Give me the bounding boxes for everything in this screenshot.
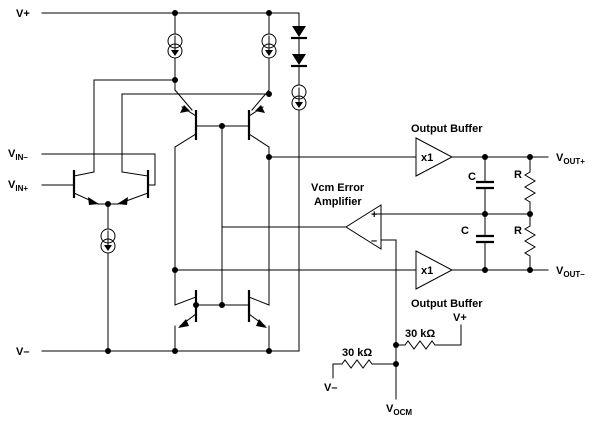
capacitor-bottom — [476, 213, 494, 271]
bottom-transistor-pair — [172, 290, 272, 354]
label-buffer-bottom-gain: x1 — [421, 265, 433, 277]
label-v-minus-bias: V– — [324, 382, 337, 394]
label-vout-minus: VOUT– — [556, 265, 585, 279]
label-cap-bottom: C — [461, 225, 469, 237]
label-vcm-error-line2: Amplifier — [314, 196, 362, 208]
label-v-minus-left: V– — [16, 346, 29, 358]
label-amp-minus: – — [371, 235, 377, 247]
vcm-error-amplifier — [345, 204, 397, 400]
diode-1 — [292, 26, 306, 37]
label-res-30k-left: 30 kΩ — [342, 347, 372, 359]
label-vocm: VOCM — [386, 403, 412, 417]
label-vcm-error-line1: Vcm Error — [311, 182, 365, 194]
input-differential-pair — [41, 77, 272, 229]
capacitor-top — [476, 156, 494, 215]
label-vin-minus: VIN– — [8, 148, 28, 162]
label-res-top: R — [514, 169, 522, 181]
current-source-tail — [100, 228, 116, 354]
current-source-top-left — [167, 12, 183, 91]
diode-2 — [292, 54, 306, 65]
resistor-r-bottom — [524, 213, 536, 271]
label-res-bottom: R — [514, 225, 522, 237]
label-vout-plus: VOUT+ — [556, 152, 585, 166]
resistor-30k-right — [395, 324, 462, 350]
label-output-buffer-bottom: Output Buffer — [411, 298, 483, 310]
resistor-r-top — [524, 156, 536, 215]
label-v-plus-bias: V+ — [453, 312, 467, 324]
label-amp-plus: + — [371, 209, 377, 221]
resistor-30k-left — [332, 359, 397, 379]
label-vin-plus: VIN+ — [8, 179, 28, 193]
label-v-plus-top: V+ — [16, 8, 30, 20]
current-source-top-right — [261, 12, 277, 91]
label-res-30k-right: 30 kΩ — [405, 328, 435, 340]
label-buffer-top-gain: x1 — [421, 152, 433, 164]
diode-string — [291, 12, 307, 352]
label-cap-top: C — [468, 171, 476, 183]
label-output-buffer-top: Output Buffer — [411, 123, 483, 135]
